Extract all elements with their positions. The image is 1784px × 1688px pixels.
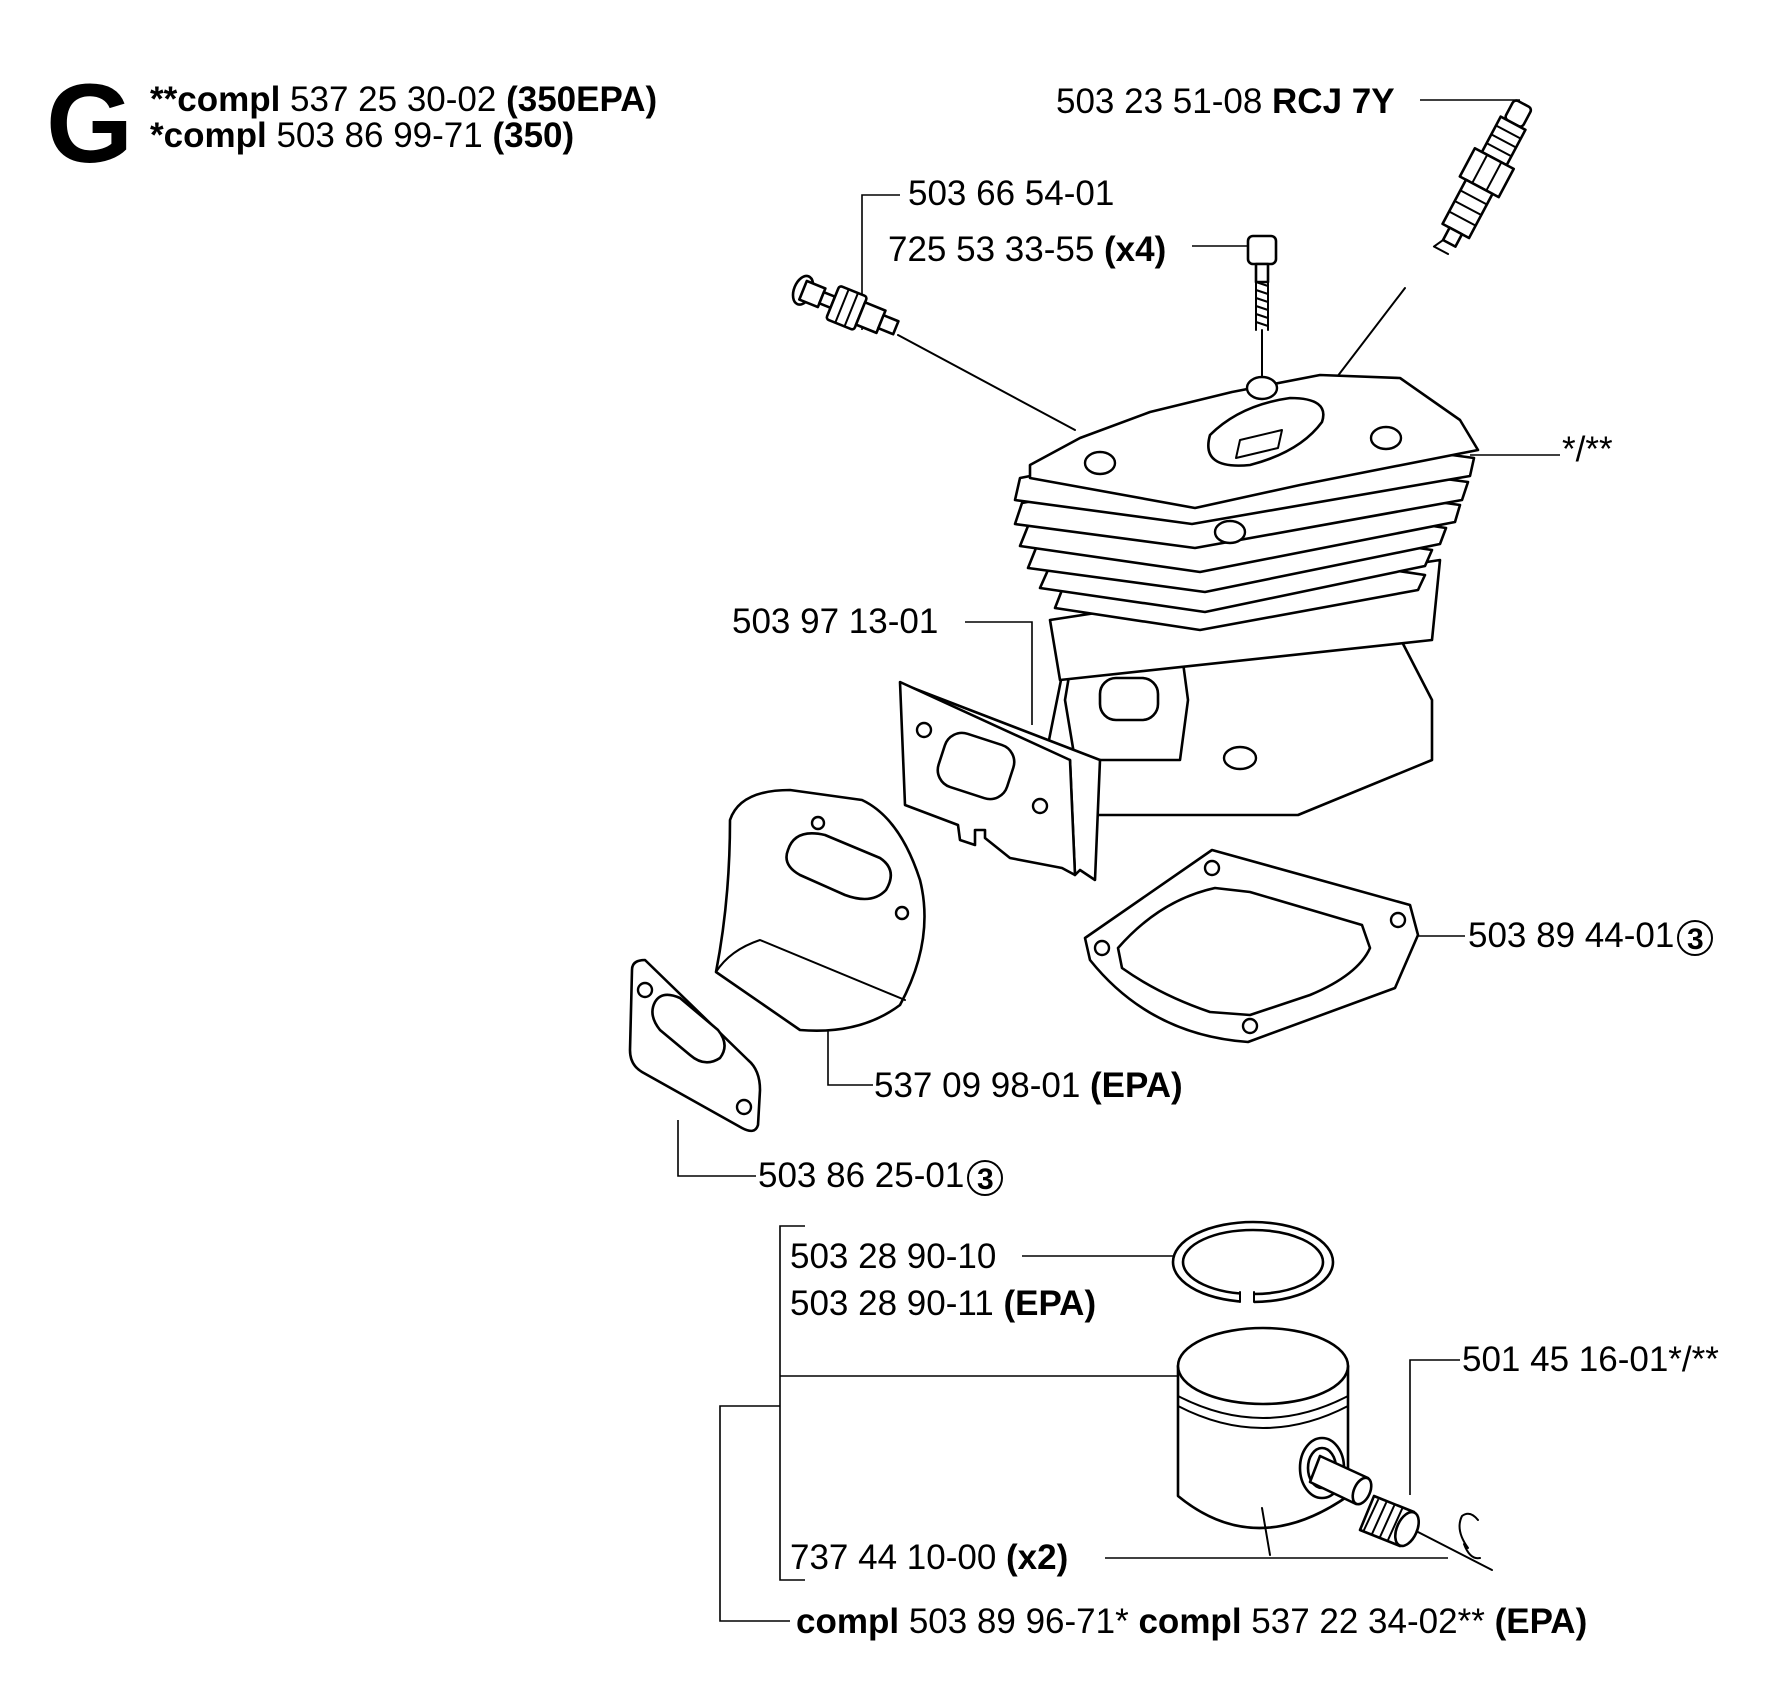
header-line-2-prefix: *compl: [150, 116, 267, 155]
label-piston-kit-prefix-2: compl: [1138, 1602, 1242, 1641]
header-line-1: **compl 537 25 30-02 (350EPA): [150, 82, 657, 117]
label-cylinder-number: */**: [1562, 430, 1613, 469]
label-heat-shield-suffix: (EPA): [1090, 1066, 1183, 1105]
label-piston-kit-number-2: 537 22 34-02**: [1251, 1602, 1485, 1641]
label-ring-2: 503 28 90-11 (EPA): [790, 1286, 1096, 1321]
label-screw-suffix: (x4): [1104, 230, 1167, 269]
cylinder-gasket-drawing: [1083, 848, 1420, 1044]
label-needle-bearing: 501 45 16-01*/**: [1462, 1342, 1719, 1377]
label-piston-kit-number-1: 503 89 96-71*: [908, 1602, 1129, 1641]
heat-shield-drawing: [714, 788, 926, 1032]
label-cylinder-gasket-circle: 3: [1677, 919, 1714, 956]
decompression-valve-drawing: [791, 274, 900, 336]
label-needle-bearing-number: 501 45 16-01*/**: [1462, 1340, 1719, 1379]
header-line-1-model: (350EPA): [506, 80, 658, 119]
label-intake-gasket-number: 503 86 25-01: [758, 1156, 965, 1195]
label-muffler-gasket-number: 503 97 13-01: [732, 602, 939, 641]
label-cylinder-gasket-number: 503 89 44-01: [1468, 916, 1675, 955]
label-cylinder: */**: [1562, 432, 1613, 467]
leader-intake-gasket: [677, 1120, 756, 1177]
label-ring-1-number: 503 28 90-10: [790, 1237, 997, 1276]
label-circlip: 737 44 10-00 (x2): [790, 1540, 1068, 1575]
label-decomp-valve: 503 66 54-01: [908, 176, 1114, 211]
label-ring-2-suffix: (EPA): [1003, 1284, 1097, 1323]
cylinder-drawing: [1013, 373, 1480, 817]
label-ring-2-number: 503 28 90-11: [790, 1284, 994, 1323]
muffler-gasket-drawing: [898, 680, 1102, 882]
label-spark-plug-number: 503 23 51-08: [1056, 82, 1263, 121]
pin-axis-line: [1417, 1531, 1493, 1571]
label-circlip-number: 737 44 10-00: [790, 1538, 997, 1577]
piston-ring-drawing: [1171, 1220, 1335, 1306]
circlip-drawing: [1458, 1512, 1481, 1560]
bracket-piston-kit: [719, 1405, 790, 1622]
piston-pin-drawing: [1308, 1454, 1373, 1506]
leader-muffler-gasket: [965, 621, 1033, 725]
label-muffler-gasket: 503 97 13-01: [732, 604, 938, 639]
label-piston-kit: compl 503 89 96-71* compl 537 22 34-02**…: [796, 1604, 1587, 1639]
label-piston-kit-prefix-1: compl: [796, 1602, 900, 1641]
needle-bearing-drawing: [1358, 1494, 1421, 1548]
label-ring-1: 503 28 90-10: [790, 1239, 996, 1274]
label-intake-gasket-circle: 3: [967, 1159, 1004, 1196]
header-line-1-number: 537 25 30-02: [290, 80, 497, 119]
header-line-2: *compl 503 86 99-71 (350): [150, 118, 574, 153]
spark-plug-drawing: [1432, 99, 1533, 256]
section-letter: G: [46, 61, 134, 186]
leader-needle-bearing: [1409, 1359, 1460, 1495]
header-line-2-number: 503 86 99-71: [276, 116, 483, 155]
piston-drawing: [1176, 1326, 1350, 1556]
label-screw: 725 53 33-55 (x4): [888, 232, 1166, 267]
label-heat-shield-number: 537 09 98-01: [874, 1066, 1081, 1105]
label-spark-plug-suffix: RCJ 7Y: [1272, 82, 1395, 121]
label-circlip-suffix: (x2): [1006, 1538, 1069, 1577]
label-decomp-valve-number: 503 66 54-01: [908, 174, 1115, 213]
header-line-1-prefix: **compl: [150, 80, 281, 119]
label-spark-plug: 503 23 51-08 RCJ 7Y: [1056, 84, 1395, 119]
label-heat-shield: 537 09 98-01 (EPA): [874, 1068, 1183, 1103]
intake-gasket-drawing: [628, 958, 762, 1133]
leader-decomp-valve: [861, 194, 900, 330]
header-line-2-model: (350): [492, 116, 575, 155]
label-screw-number: 725 53 33-55: [888, 230, 1095, 269]
valve-axis-line: [897, 334, 1076, 431]
screw-drawing: [1246, 234, 1278, 379]
leader-heat-shield: [827, 1030, 873, 1086]
label-piston-kit-suffix: (EPA): [1494, 1602, 1588, 1641]
bracket-piston-set: [779, 1225, 805, 1581]
leader-lines: [677, 99, 1560, 1622]
